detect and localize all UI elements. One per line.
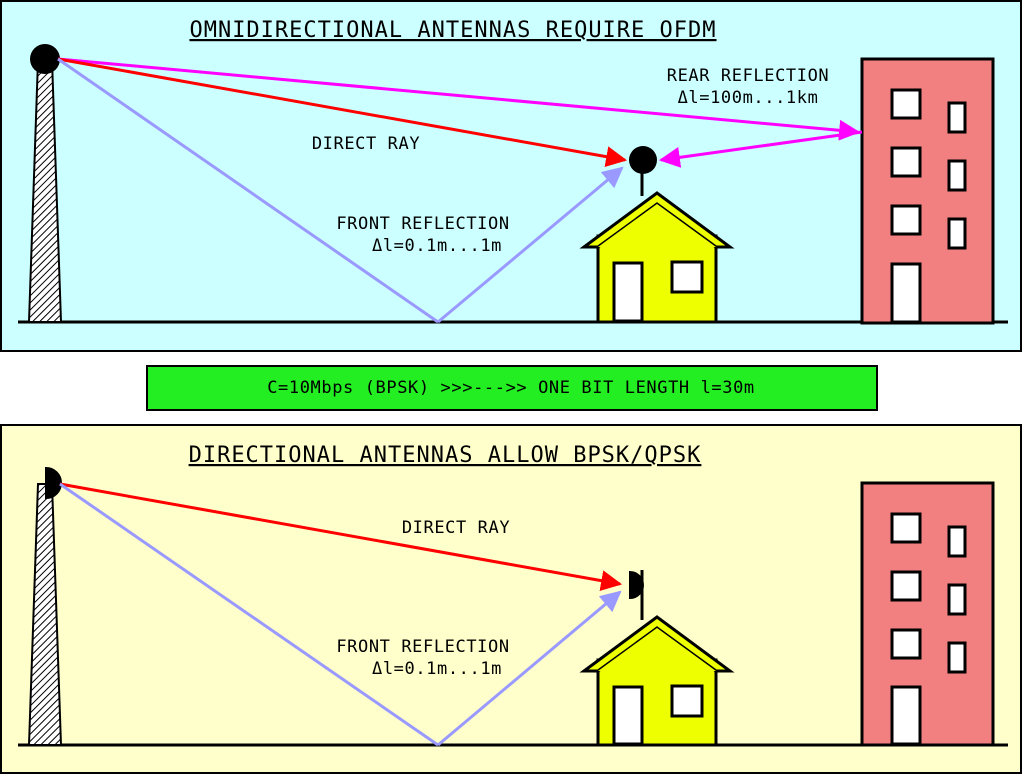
banner-background bbox=[146, 365, 878, 411]
top-front-reflection-label: FRONT REFLECTION bbox=[336, 214, 509, 234]
bottom-front-reflection-label: FRONT REFLECTION bbox=[336, 637, 509, 657]
top-panel-background bbox=[0, 0, 1022, 352]
bottom-direct-ray bbox=[59, 482, 623, 592]
top-panel-title: OMNIDIRECTIONAL ANTENNAS REQUIRE OFDM bbox=[189, 18, 716, 43]
top-front-reflection-delta: Δl=0.1m...1m bbox=[372, 236, 502, 256]
top-front-reflection-ray-up bbox=[437, 166, 624, 324]
top-front-reflection-ray-down bbox=[57, 57, 439, 324]
top-direct-ray-label: DIRECT RAY bbox=[312, 134, 420, 154]
bottom-transmitter-tower bbox=[27, 466, 63, 746]
bottom-building bbox=[860, 481, 995, 747]
bottom-receiver-dish-icon bbox=[629, 570, 644, 600]
top-direct-ray bbox=[57, 57, 628, 168]
bottom-panel: DIRECTIONAL ANTENNAS ALLOW BPSK/QPSK bbox=[0, 424, 1022, 774]
bottom-direct-ray-label: DIRECT RAY bbox=[402, 518, 510, 538]
banner-text: C=10Mbps (BPSK) >>>--->> ONE BIT LENGTH … bbox=[267, 378, 755, 398]
bit-length-banner: C=10Mbps (BPSK) >>>--->> ONE BIT LENGTH … bbox=[146, 365, 878, 411]
top-omni-antenna-icon bbox=[30, 44, 60, 74]
bottom-front-reflection-ray-down bbox=[59, 482, 439, 747]
top-rear-reflection-delta: Δl=100m...1km bbox=[678, 88, 819, 108]
top-building bbox=[860, 57, 995, 325]
bottom-panel-background bbox=[0, 424, 1022, 774]
top-panel: OMNIDIRECTIONAL ANTENNAS REQUIRE OFDM bbox=[0, 0, 1022, 352]
top-rear-reflection-label: REAR REFLECTION bbox=[667, 66, 830, 86]
bottom-front-reflection-delta: Δl=0.1m...1m bbox=[372, 659, 502, 679]
top-receiver-antenna-icon bbox=[629, 146, 657, 174]
top-house bbox=[579, 146, 735, 324]
top-rear-reflection-ray-back bbox=[658, 130, 863, 168]
top-rear-reflection-ray-out bbox=[57, 57, 861, 141]
bottom-panel-title: DIRECTIONAL ANTENNAS ALLOW BPSK/QPSK bbox=[189, 443, 702, 468]
bottom-house bbox=[579, 570, 735, 747]
bottom-front-reflection-ray-up bbox=[437, 590, 622, 747]
top-transmitter-tower bbox=[27, 44, 63, 323]
